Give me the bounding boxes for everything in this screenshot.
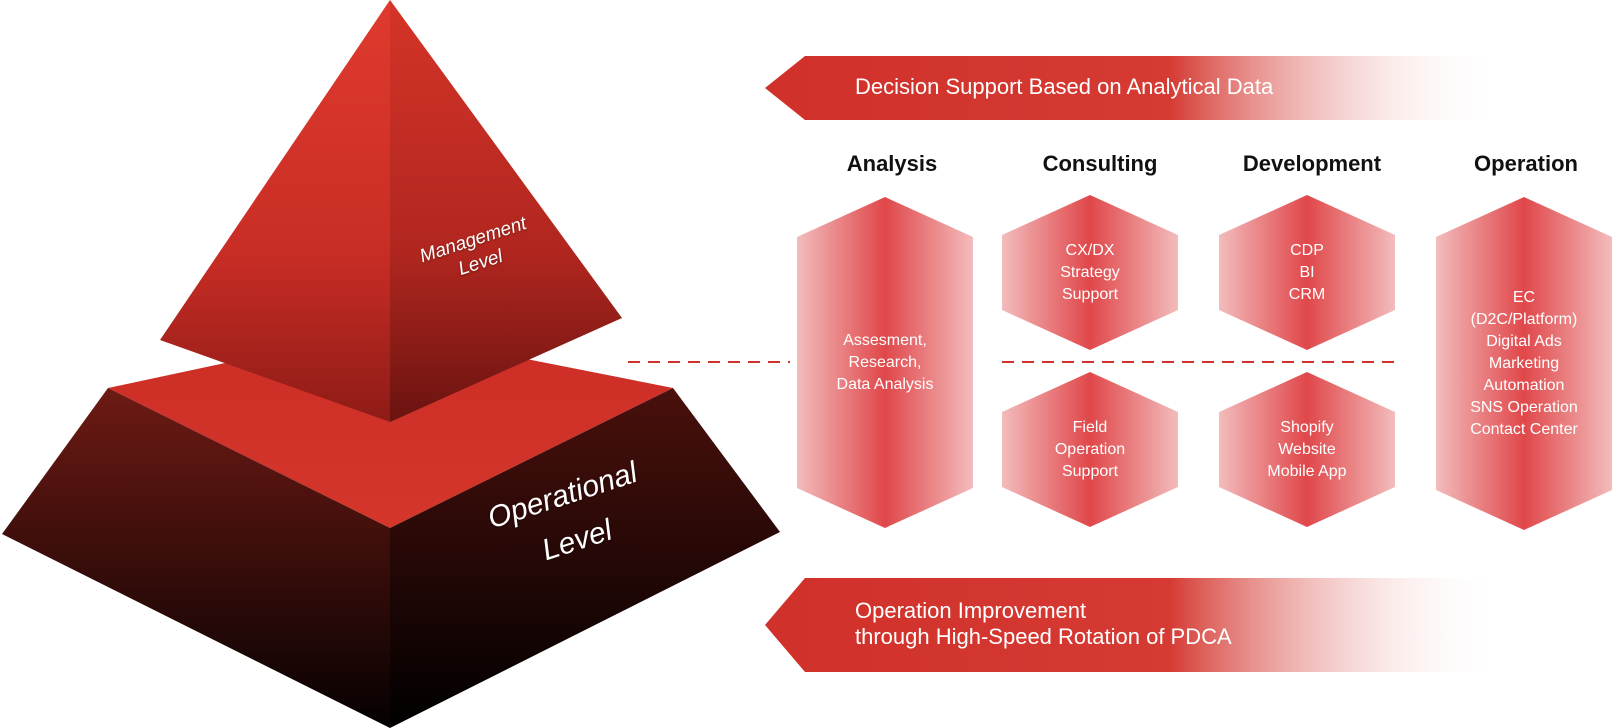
box-line: Support <box>1061 462 1119 480</box>
box-line: Assesment, <box>843 331 927 349</box>
column-heading-analysis: Analysis <box>846 151 938 176</box>
consulting-top-box-text: CX/DX Strategy Support <box>1002 195 1178 350</box>
box-line: Shopify <box>1280 418 1334 436</box>
box-line: Marketing <box>1488 354 1560 372</box>
box-line: Operation <box>1054 440 1126 458</box>
pyramid-base-left-face <box>2 388 390 728</box>
box-line: Automation <box>1483 376 1565 394</box>
box-line: CDP <box>1290 241 1324 259</box>
box-line: Support <box>1061 285 1119 303</box>
box-line: BI <box>1299 263 1315 281</box>
top-banner-text: Decision Support Based on Analytical Dat… <box>855 74 1274 99</box>
hex-development-bottom <box>1219 372 1395 527</box>
bottom-banner-line2: through High-Speed Rotation of PDCA <box>855 624 1232 649</box>
box-line: SNS Operation <box>1470 398 1578 416</box>
column-heading-consulting: Consulting <box>1042 151 1158 176</box>
bottom-banner <box>765 578 1500 672</box>
bottom-banner-text: Operation Improvement through High-Speed… <box>855 598 1232 650</box>
development-bottom-box-text: Shopify Website Mobile App <box>1219 372 1395 527</box>
pyramid <box>2 0 780 728</box>
box-line: Website <box>1278 440 1336 458</box>
box-line: CX/DX <box>1065 241 1115 259</box>
pyramid-base-tier <box>108 330 673 528</box>
box-line: Mobile App <box>1267 462 1347 480</box>
column-heading-operation: Operation <box>1474 151 1578 176</box>
box-line: Contact Center <box>1470 420 1578 438</box>
operation-box-text: EC (D2C/Platform) Digital Ads Marketing … <box>1436 197 1612 530</box>
development-top-box-text: CDP BI CRM <box>1219 195 1395 350</box>
box-line: Research, <box>848 353 922 371</box>
box-line: Data Analysis <box>836 375 934 393</box>
analysis-box-text: Assesment, Research, Data Analysis <box>797 197 973 528</box>
column-heading-development: Development <box>1242 151 1382 176</box>
hex-consulting-bottom <box>1002 372 1178 527</box>
box-line: Digital Ads <box>1486 332 1562 350</box>
hex-development-top <box>1219 195 1395 350</box>
hex-operation <box>1436 197 1612 530</box>
box-line: CRM <box>1288 285 1326 303</box>
hex-consulting-top <box>1002 195 1178 350</box>
pyramid-base-right-face <box>390 388 780 728</box>
box-line: Strategy <box>1060 263 1120 281</box>
box-line: EC <box>1512 288 1536 306</box>
consulting-bottom-box-text: Field Operation Support <box>1002 372 1178 527</box>
box-line: Field <box>1072 418 1108 436</box>
bottom-banner-line1: Operation Improvement <box>855 598 1087 623</box>
box-line: (D2C/Platform) <box>1470 310 1578 328</box>
pyramid-top-right-face <box>390 0 622 422</box>
hex-analysis <box>797 197 973 528</box>
pyramid-top-left-face <box>160 0 390 422</box>
top-banner <box>765 56 1500 120</box>
